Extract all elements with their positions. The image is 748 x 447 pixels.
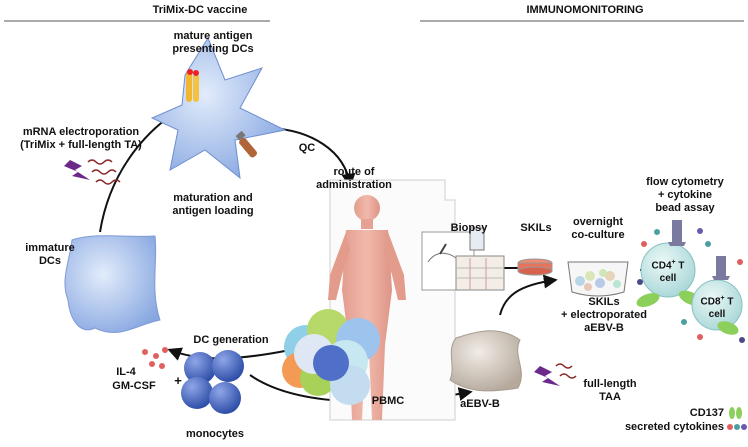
biopsy-illustration <box>421 227 505 291</box>
skils-dish-icon <box>517 258 553 276</box>
coculture-well-icon <box>567 261 629 297</box>
label-mrna-electroporation: mRNA electroporation(TriMix + full-lengt… <box>20 126 142 151</box>
mature-dc-cell <box>150 36 287 180</box>
label-monocytes: monocytes <box>185 428 245 440</box>
cd137-icon <box>729 407 742 419</box>
monocytes-cluster <box>181 350 244 414</box>
header-trimix: TriMix-DC vaccine <box>152 4 248 16</box>
label-skils: SKILs <box>520 222 552 234</box>
taa-electroporation-icon <box>534 363 577 386</box>
cd8-t-cell <box>691 256 743 335</box>
label-biopsy: Biopsy <box>450 222 488 234</box>
label-plus: + <box>174 373 182 388</box>
label-dc-generation: DC generation <box>193 334 269 346</box>
label-il4: IL-4 <box>116 366 136 378</box>
mhc-antigen-icon <box>186 72 192 102</box>
label-cd137: CD137 <box>689 407 724 419</box>
label-qc: QC <box>298 142 316 154</box>
cytokine-il4-dots <box>142 347 168 369</box>
label-secreted-cytokines: secreted cytokines <box>624 421 724 433</box>
header-immunomonitoring: IMMUNOMONITORING <box>526 4 644 16</box>
cytokine-dots <box>637 228 745 343</box>
label-gmcsf: GM-CSF <box>112 380 156 392</box>
label-cd4: CD4+ T cell <box>651 259 685 285</box>
secreted-cytokines-icon <box>727 424 747 430</box>
electroporated-rna-icon <box>235 130 257 158</box>
label-pbmc: PBMC <box>371 395 405 407</box>
label-aebvb: aEBV-B <box>460 398 500 410</box>
pbmc-cluster <box>282 309 380 405</box>
immature-dc-cell <box>64 235 161 333</box>
label-cd8: CD8+ T cell <box>700 295 734 321</box>
mrna-electroporation-icon <box>64 159 121 185</box>
aebvb-cell <box>449 330 522 392</box>
arrow-aebvb-to-coculture <box>499 274 558 316</box>
